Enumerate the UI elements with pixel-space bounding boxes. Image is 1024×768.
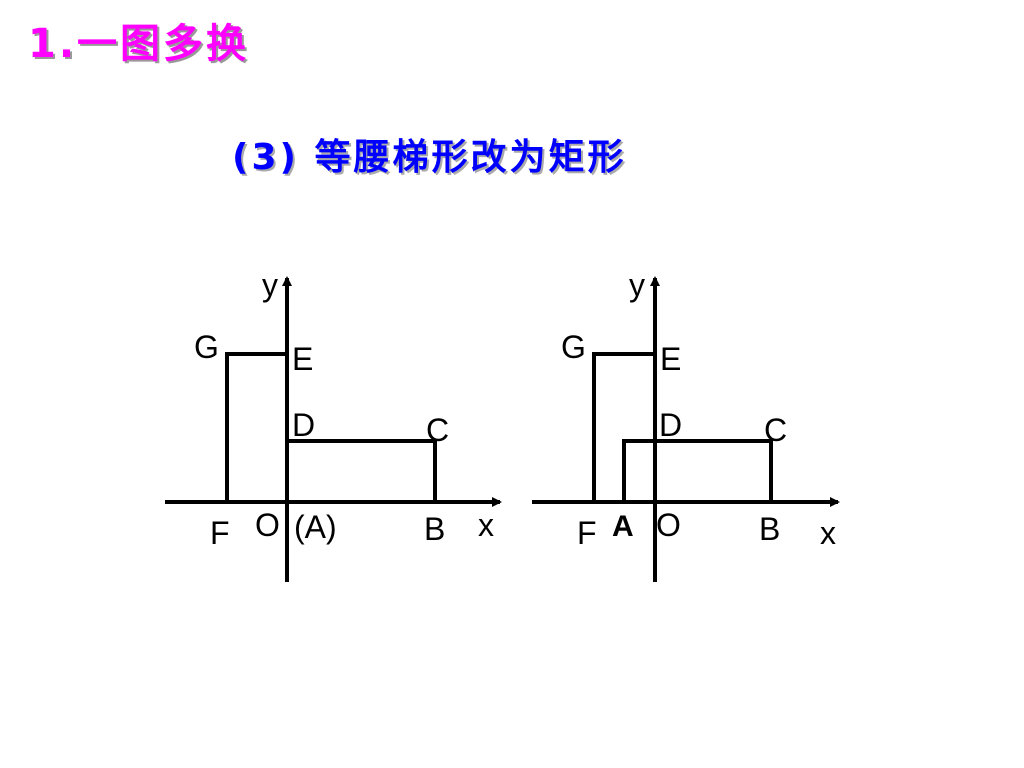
slide-title: 1.一图多换: [28, 21, 250, 67]
figure-2-rect-gefo: [592, 352, 655, 502]
figure-2: y x G E D C F A O B: [532, 267, 840, 582]
figure-2-label-b: B: [759, 511, 780, 547]
figure-1-label-c: C: [426, 412, 449, 448]
figure-1-label-f: F: [210, 515, 230, 551]
figure-1-label-y: y: [262, 267, 278, 303]
figure-1-label-e: E: [292, 341, 313, 377]
figure-2-label-f: F: [577, 515, 597, 551]
figure-1-label-a: (A): [294, 509, 337, 545]
figure-1-rect-gefo: [225, 352, 287, 502]
figure-1-label-d: D: [292, 407, 315, 443]
figure-2-label-e: E: [660, 341, 681, 377]
figure-1-label-x: x: [478, 507, 494, 543]
figure-1: y x G E D C F O (A) B: [165, 267, 502, 582]
figure-2-label-y: y: [629, 267, 645, 303]
figure-2-rect-adcb: [622, 439, 773, 502]
figure-1-label-g: G: [194, 329, 219, 365]
figure-1-rect-dcbo: [287, 439, 437, 502]
figure-1-label-b: B: [424, 511, 445, 547]
figure-2-label-g: G: [561, 329, 586, 365]
figure-2-label-a: A: [612, 510, 634, 543]
figure-2-label-c: C: [764, 412, 787, 448]
figure-2-label-d: D: [659, 407, 682, 443]
slide-subtitle: (3) 等腰梯形改为矩形: [232, 137, 627, 178]
figure-2-label-x: x: [820, 515, 836, 551]
figure-2-label-o: O: [656, 507, 681, 543]
figure-1-label-o: O: [255, 507, 280, 543]
